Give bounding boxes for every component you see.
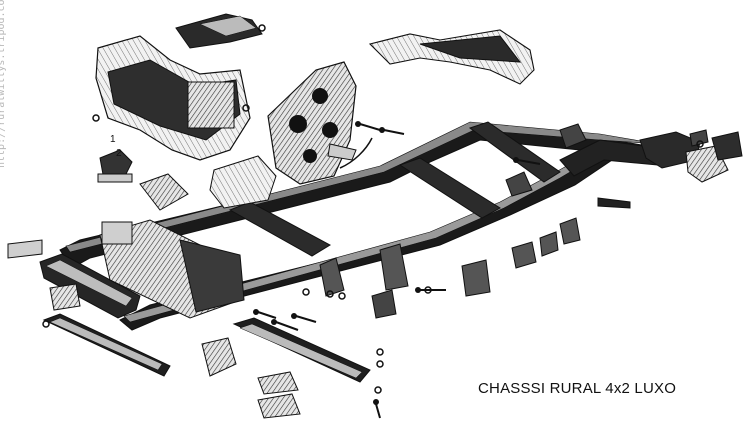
callout-2: 2 (116, 148, 122, 159)
skid-plate (139, 173, 189, 211)
nut-2 (326, 290, 334, 298)
callout-1: 1 (110, 134, 116, 145)
lower-rail-mid-face (239, 323, 363, 379)
nut-12 (42, 320, 50, 328)
gusset-plate (267, 61, 357, 185)
nut-10 (696, 140, 704, 148)
nut-8 (242, 104, 250, 112)
bolt-5 (355, 121, 381, 131)
exploded-parts-bottom (42, 217, 581, 419)
spring-shackle-5 (559, 217, 581, 245)
bolt-2 (271, 319, 299, 331)
front-bumper-end (7, 239, 43, 259)
gusset-hole-2 (289, 115, 307, 133)
lower-rail-left-face (49, 317, 163, 371)
lower-bracket (201, 337, 237, 377)
bracket-clip (327, 143, 357, 161)
rear-spring-hanger-right (505, 171, 533, 197)
spring-shackle-3 (511, 241, 537, 269)
floor-support-plate (187, 81, 235, 129)
small-mount-base (97, 173, 133, 183)
nut-4 (376, 348, 384, 356)
nut-7 (92, 114, 100, 122)
front-left-bracket (49, 283, 81, 311)
bolt-6 (379, 127, 405, 135)
rear-spring-hanger-left (559, 123, 587, 149)
fasteners (42, 24, 704, 419)
nut-9 (258, 24, 266, 32)
front-crossmember-face (45, 259, 133, 307)
bracket-mid (379, 243, 409, 291)
hitch-bar (597, 197, 631, 209)
bolt-3 (291, 313, 317, 323)
exploded-parts-top-right (368, 29, 743, 209)
diagram-caption: CHASSSI RURAL 4x2 LUXO (478, 380, 677, 397)
mid-crossmember-2 (398, 157, 501, 219)
mid-crossmember-3 (468, 121, 561, 183)
bracket-mid-2 (319, 257, 345, 297)
nut-5 (376, 360, 384, 368)
brake-line (339, 137, 373, 169)
bolt-1 (253, 309, 277, 319)
spring-shackle-1 (371, 289, 397, 319)
engine-cradle-wall (179, 239, 245, 313)
bolt-8 (373, 399, 381, 419)
bolt-4 (513, 157, 541, 165)
spring-shackle-4 (539, 231, 559, 257)
nut-3 (338, 292, 346, 300)
gusset-hole-3 (322, 122, 338, 138)
upper-bracket-face (199, 15, 257, 37)
nut-6 (374, 386, 382, 394)
frame-left-rail-top (65, 121, 659, 253)
gusset-hole-1 (312, 88, 328, 104)
rear-bumper-bracket-2 (711, 131, 743, 161)
nut-1 (302, 288, 310, 296)
engine-cradle-tab (101, 221, 133, 245)
gusset-hole-4 (303, 149, 317, 163)
lower-plate-1 (257, 371, 299, 395)
lower-plate-2 (257, 393, 301, 419)
rear-end-tab (689, 129, 709, 147)
spring-shackle-2 (461, 259, 491, 297)
rear-crossmember-exploded-shade (419, 35, 522, 63)
engine-mount-bracket (209, 155, 277, 209)
main-frame (39, 121, 701, 331)
nut-11 (424, 286, 432, 294)
source-watermark: http://ruralwillys.tripod.com (0, 0, 7, 168)
